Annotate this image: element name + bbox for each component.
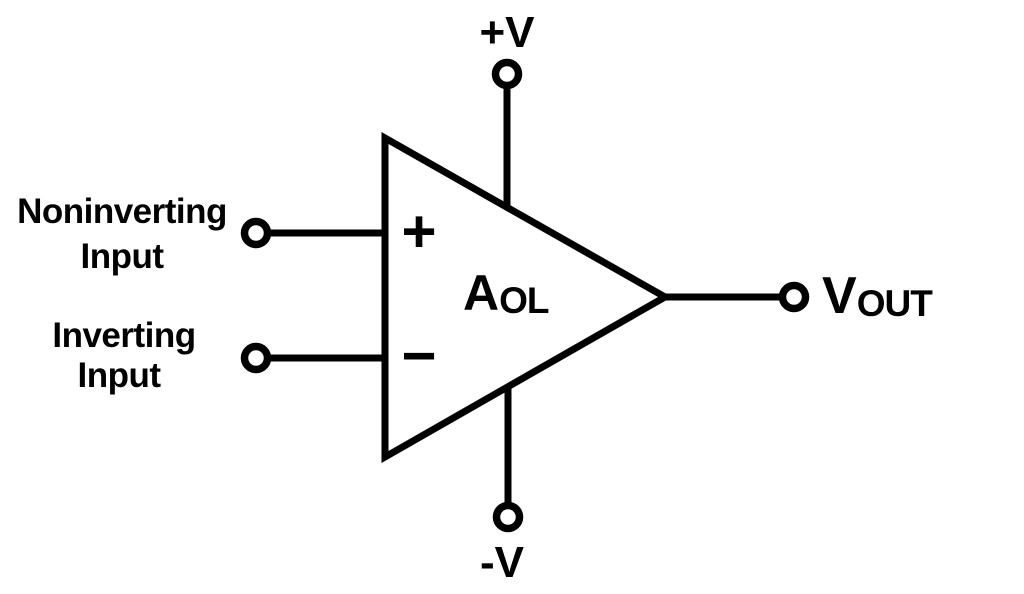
output-terminal-circle bbox=[778, 281, 810, 313]
inverting-input-label-line1: Inverting bbox=[52, 316, 195, 355]
positive-supply-terminal-circle bbox=[491, 58, 523, 90]
gain-label-subscript: OL bbox=[499, 280, 549, 321]
gain-label-main: A bbox=[463, 265, 499, 321]
negative-supply-terminal-circle bbox=[492, 501, 524, 533]
plus-sign: + bbox=[401, 198, 436, 265]
positive-supply-label: +V bbox=[479, 8, 535, 57]
gain-label: AOL bbox=[463, 265, 549, 321]
output-label-main: V bbox=[822, 267, 857, 325]
inverting-input-label-line2: Input bbox=[77, 356, 161, 395]
opamp-triangle bbox=[381, 131, 673, 464]
inverting-terminal-circle bbox=[240, 342, 272, 374]
noninverting-input-label-line2: Input bbox=[80, 237, 164, 276]
noninverting-input-label-line1: Noninverting bbox=[17, 192, 227, 231]
negative-supply-label: -V bbox=[480, 538, 525, 587]
output-label-subscript: OUT bbox=[857, 283, 934, 324]
output-label: VOUT bbox=[822, 267, 933, 325]
noninverting-terminal-circle bbox=[240, 217, 272, 249]
minus-sign: − bbox=[401, 322, 436, 389]
